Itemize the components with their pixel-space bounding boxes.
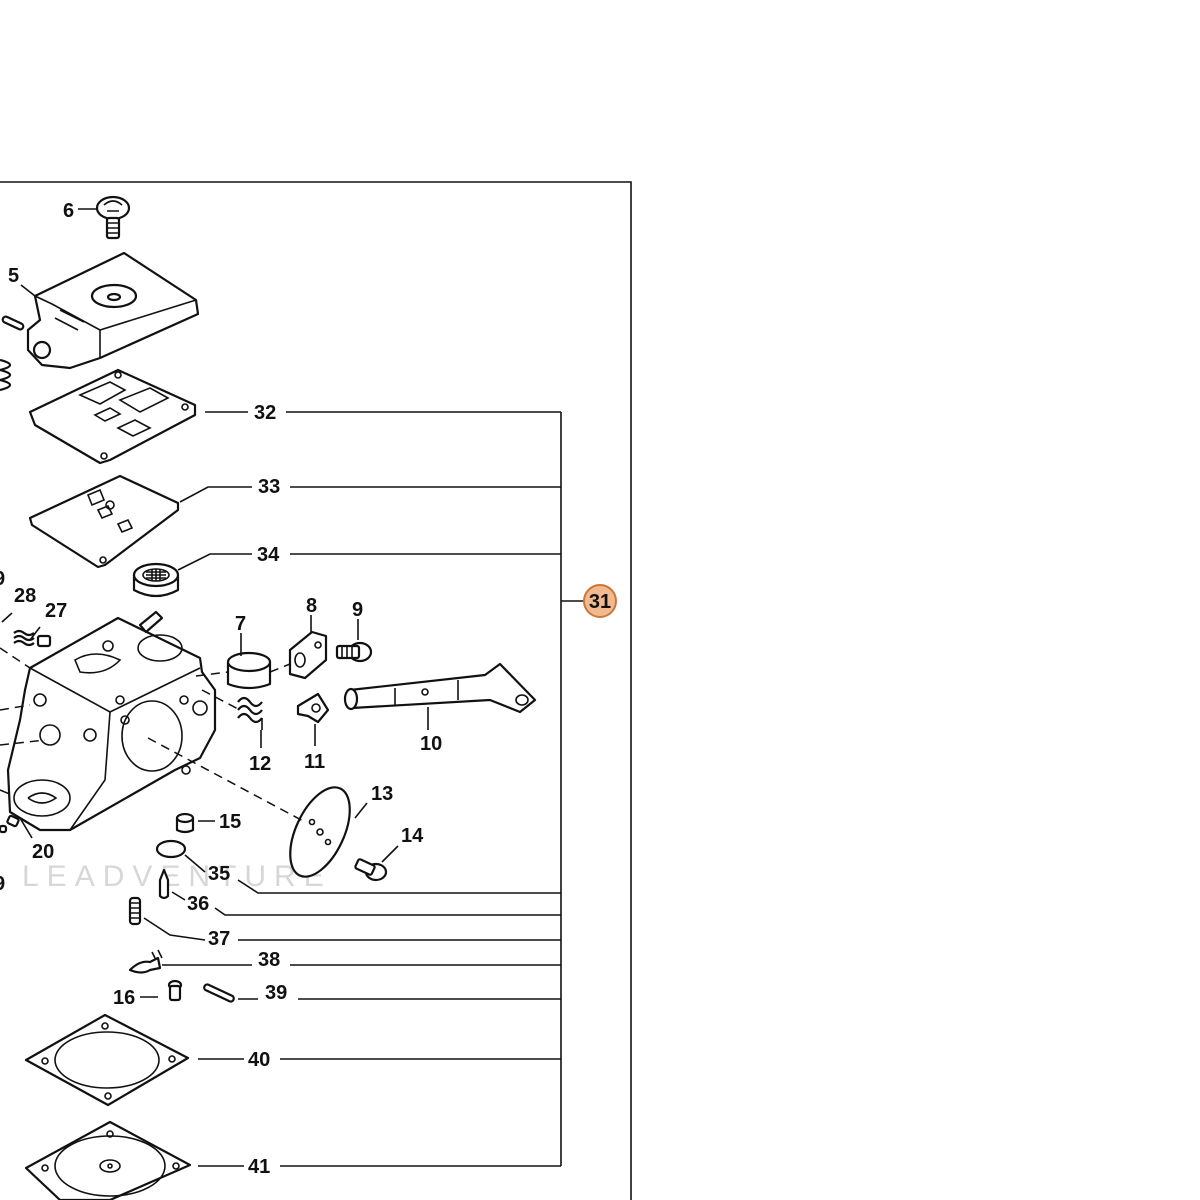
part-10-throttle-shaft[interactable] <box>343 662 537 714</box>
part-27-small-screw[interactable] <box>36 634 52 648</box>
part-5-cover[interactable] <box>26 251 200 370</box>
part-15-plug[interactable] <box>175 812 195 834</box>
label-27[interactable]: 27 <box>45 600 67 622</box>
label-28[interactable]: 28 <box>14 585 36 607</box>
label-41[interactable]: 41 <box>248 1156 270 1178</box>
part-41-diaphragm[interactable] <box>24 1120 192 1200</box>
label-36[interactable]: 36 <box>187 893 209 915</box>
group-31-badge <box>583 584 617 618</box>
part-spring-left-edge[interactable] <box>0 358 12 392</box>
part-32-gasket[interactable] <box>28 368 197 465</box>
part-14-screw[interactable] <box>354 858 388 882</box>
part-6-screw[interactable] <box>95 195 131 240</box>
label-15[interactable]: 15 <box>219 811 241 833</box>
part-39-pin[interactable] <box>203 983 235 1003</box>
label-7[interactable]: 7 <box>235 613 246 635</box>
label-16[interactable]: 16 <box>113 987 135 1009</box>
label-14[interactable]: 14 <box>401 825 424 847</box>
part-pin-left[interactable] <box>1 315 25 331</box>
part-40-gasket[interactable] <box>24 1013 190 1107</box>
part-8-lever[interactable] <box>288 630 328 680</box>
part-38-metering-lever[interactable] <box>128 949 163 974</box>
watermark-text: LEADVENTURE <box>22 860 332 893</box>
part-11-small-lever[interactable] <box>296 692 330 724</box>
part-37-spring[interactable] <box>128 896 142 926</box>
group-31-callout[interactable]: 31 <box>583 584 617 618</box>
part-34-filter-screen[interactable] <box>132 562 180 598</box>
part-9-screw[interactable] <box>335 641 373 663</box>
label-33[interactable]: 33 <box>258 476 280 498</box>
label-32[interactable]: 32 <box>254 402 276 424</box>
part-13-throttle-plate[interactable] <box>278 778 362 885</box>
group-31-label: 31 <box>589 591 611 613</box>
label-10[interactable]: 10 <box>420 733 442 755</box>
label-35[interactable]: 35 <box>208 863 230 885</box>
leader-lines <box>1 208 584 1167</box>
label-edge-bottom[interactable]: 9 <box>0 873 5 895</box>
label-edge-top[interactable]: 9 <box>0 568 5 590</box>
diagram-frame <box>0 181 632 1200</box>
label-20[interactable]: 20 <box>32 841 54 863</box>
part-carburetor-body[interactable] <box>6 610 217 832</box>
part-36-inlet-needle[interactable] <box>158 868 170 900</box>
label-8[interactable]: 8 <box>306 595 317 617</box>
label-40[interactable]: 40 <box>248 1049 270 1071</box>
assembly-dashed-lines <box>0 647 306 823</box>
label-34[interactable]: 34 <box>257 544 280 566</box>
label-12[interactable]: 12 <box>249 753 271 775</box>
part-20-small-plug[interactable] <box>6 814 20 828</box>
part-12-spring[interactable] <box>237 696 263 730</box>
label-11[interactable]: 11 <box>304 751 325 773</box>
label-37[interactable]: 37 <box>208 928 230 950</box>
label-39[interactable]: 39 <box>265 982 287 1004</box>
label-5[interactable]: 5 <box>8 265 19 287</box>
label-9[interactable]: 9 <box>352 599 363 621</box>
part-number-labels: 6 5 32 33 34 9 28 27 7 8 9 10 11 12 13 1… <box>0 200 442 1178</box>
part-edge-small[interactable] <box>0 824 8 834</box>
label-38[interactable]: 38 <box>258 949 280 971</box>
part-7-bushing[interactable] <box>226 651 272 690</box>
label-13[interactable]: 13 <box>371 783 393 805</box>
label-6[interactable]: 6 <box>63 200 74 222</box>
part-16-screw[interactable] <box>167 979 183 1002</box>
part-35-o-ring[interactable] <box>155 839 187 859</box>
part-33-diaphragm[interactable] <box>28 474 180 569</box>
part-28-small-spring[interactable] <box>13 629 35 647</box>
